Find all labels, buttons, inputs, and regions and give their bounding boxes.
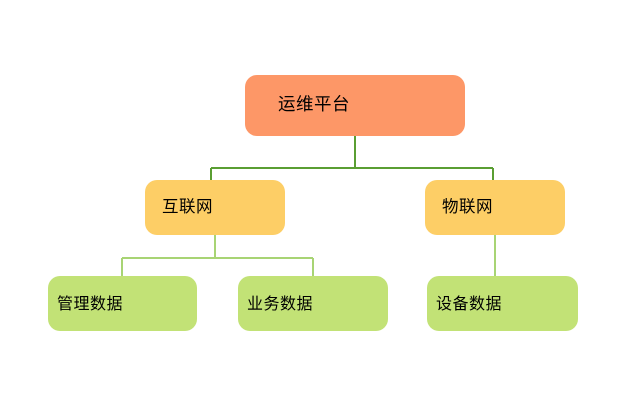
node-management-data-label: 管理数据 — [57, 293, 124, 313]
node-business-data[interactable]: 业务数据 — [238, 276, 388, 331]
node-root-platform-label: 运维平台 — [278, 94, 350, 115]
node-iot[interactable]: 物联网 — [425, 180, 565, 235]
node-root-platform[interactable]: 运维平台 — [245, 75, 465, 136]
node-internet[interactable]: 互联网 — [145, 180, 285, 235]
node-business-data-label: 业务数据 — [247, 293, 314, 313]
node-iot-label: 物联网 — [442, 197, 493, 217]
node-device-data[interactable]: 设备数据 — [427, 276, 578, 331]
node-device-data-label: 设备数据 — [436, 293, 503, 313]
node-internet-label: 互联网 — [162, 197, 213, 217]
node-management-data[interactable]: 管理数据 — [48, 276, 197, 331]
